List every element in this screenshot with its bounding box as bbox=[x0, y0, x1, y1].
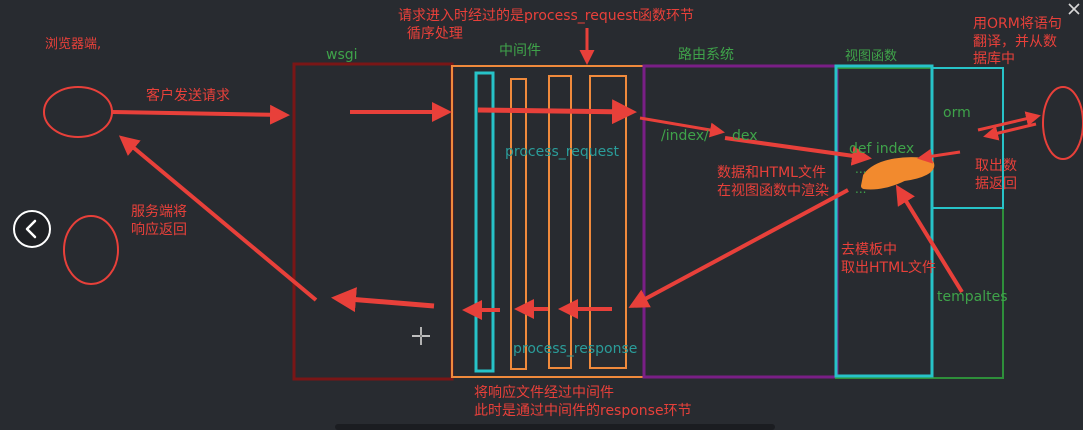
process-request-label: process_request bbox=[505, 144, 620, 160]
arrow-orm-to-view bbox=[917, 148, 961, 164]
arrow-view-response bbox=[628, 188, 849, 308]
arrow-db-to-orm bbox=[983, 122, 1037, 141]
process-response-label: process_response bbox=[513, 341, 638, 357]
route-dex-label: dex bbox=[732, 128, 758, 144]
template-note-label: 去模板中 取出HTML文件 bbox=[841, 242, 936, 276]
request-note-label: 请求进入时经过的是process_request函数环节 循序处理 bbox=[398, 8, 695, 42]
orm-label: orm bbox=[943, 105, 971, 121]
orm-translate-label: 用ORM将语句 翻译，并从数 据库中 bbox=[973, 16, 1062, 67]
templates-label: tempaltes bbox=[937, 289, 1008, 305]
orm-box bbox=[931, 67, 1004, 209]
arrow-orm-to-db bbox=[977, 111, 1041, 132]
wsgi-label: wsgi bbox=[326, 47, 358, 63]
client-send-label: 客户发送请求 bbox=[146, 88, 230, 104]
browser-label: 浏览器端, bbox=[45, 37, 102, 52]
database-ellipse bbox=[1042, 86, 1083, 160]
arrow-to-view bbox=[724, 136, 872, 166]
arrow-client-request bbox=[111, 104, 290, 125]
view-function-box bbox=[834, 64, 934, 378]
crosshair-cursor-icon bbox=[412, 327, 430, 345]
render-highlight bbox=[861, 157, 935, 190]
browser-ellipse bbox=[43, 86, 113, 138]
response-note-label: 将响应文件经过中间件 此时是通过中间件的response环节 bbox=[474, 385, 692, 419]
arrow-to-wsgi-response bbox=[331, 287, 435, 313]
view-function-label: 视图函数 bbox=[845, 49, 898, 64]
arrow-process-request bbox=[477, 99, 637, 125]
arrow-server-response bbox=[118, 135, 318, 302]
routing-label: 路由系统 bbox=[678, 47, 734, 63]
ellipsis-1: ... bbox=[855, 162, 867, 176]
route-path-label: /index/ bbox=[661, 128, 709, 144]
middleware-bar-1 bbox=[474, 71, 495, 373]
fetch-data-label: 取出数 据返回 bbox=[975, 158, 1017, 192]
arrow-to-routing bbox=[639, 116, 725, 138]
chevron-left-icon bbox=[25, 219, 37, 239]
close-icon[interactable] bbox=[1068, 3, 1080, 15]
middleware-bar-2 bbox=[510, 78, 527, 370]
middleware-bar-3 bbox=[548, 75, 572, 369]
render-note-label: 数据和HTML文件 在视图函数中渲染 bbox=[717, 165, 829, 199]
routing-box bbox=[642, 64, 839, 379]
server-return-label: 服务端将 响应返回 bbox=[131, 204, 187, 238]
def-index-label: def index bbox=[849, 141, 915, 157]
ellipsis-2: ... bbox=[855, 182, 867, 196]
back-button[interactable] bbox=[13, 210, 51, 248]
bottom-scrollbar[interactable] bbox=[335, 424, 775, 430]
response-ellipse bbox=[63, 215, 119, 285]
middleware-label: 中间件 bbox=[499, 43, 541, 59]
arrow-templates-to-view bbox=[895, 184, 964, 294]
middleware-bar-4 bbox=[589, 75, 627, 369]
